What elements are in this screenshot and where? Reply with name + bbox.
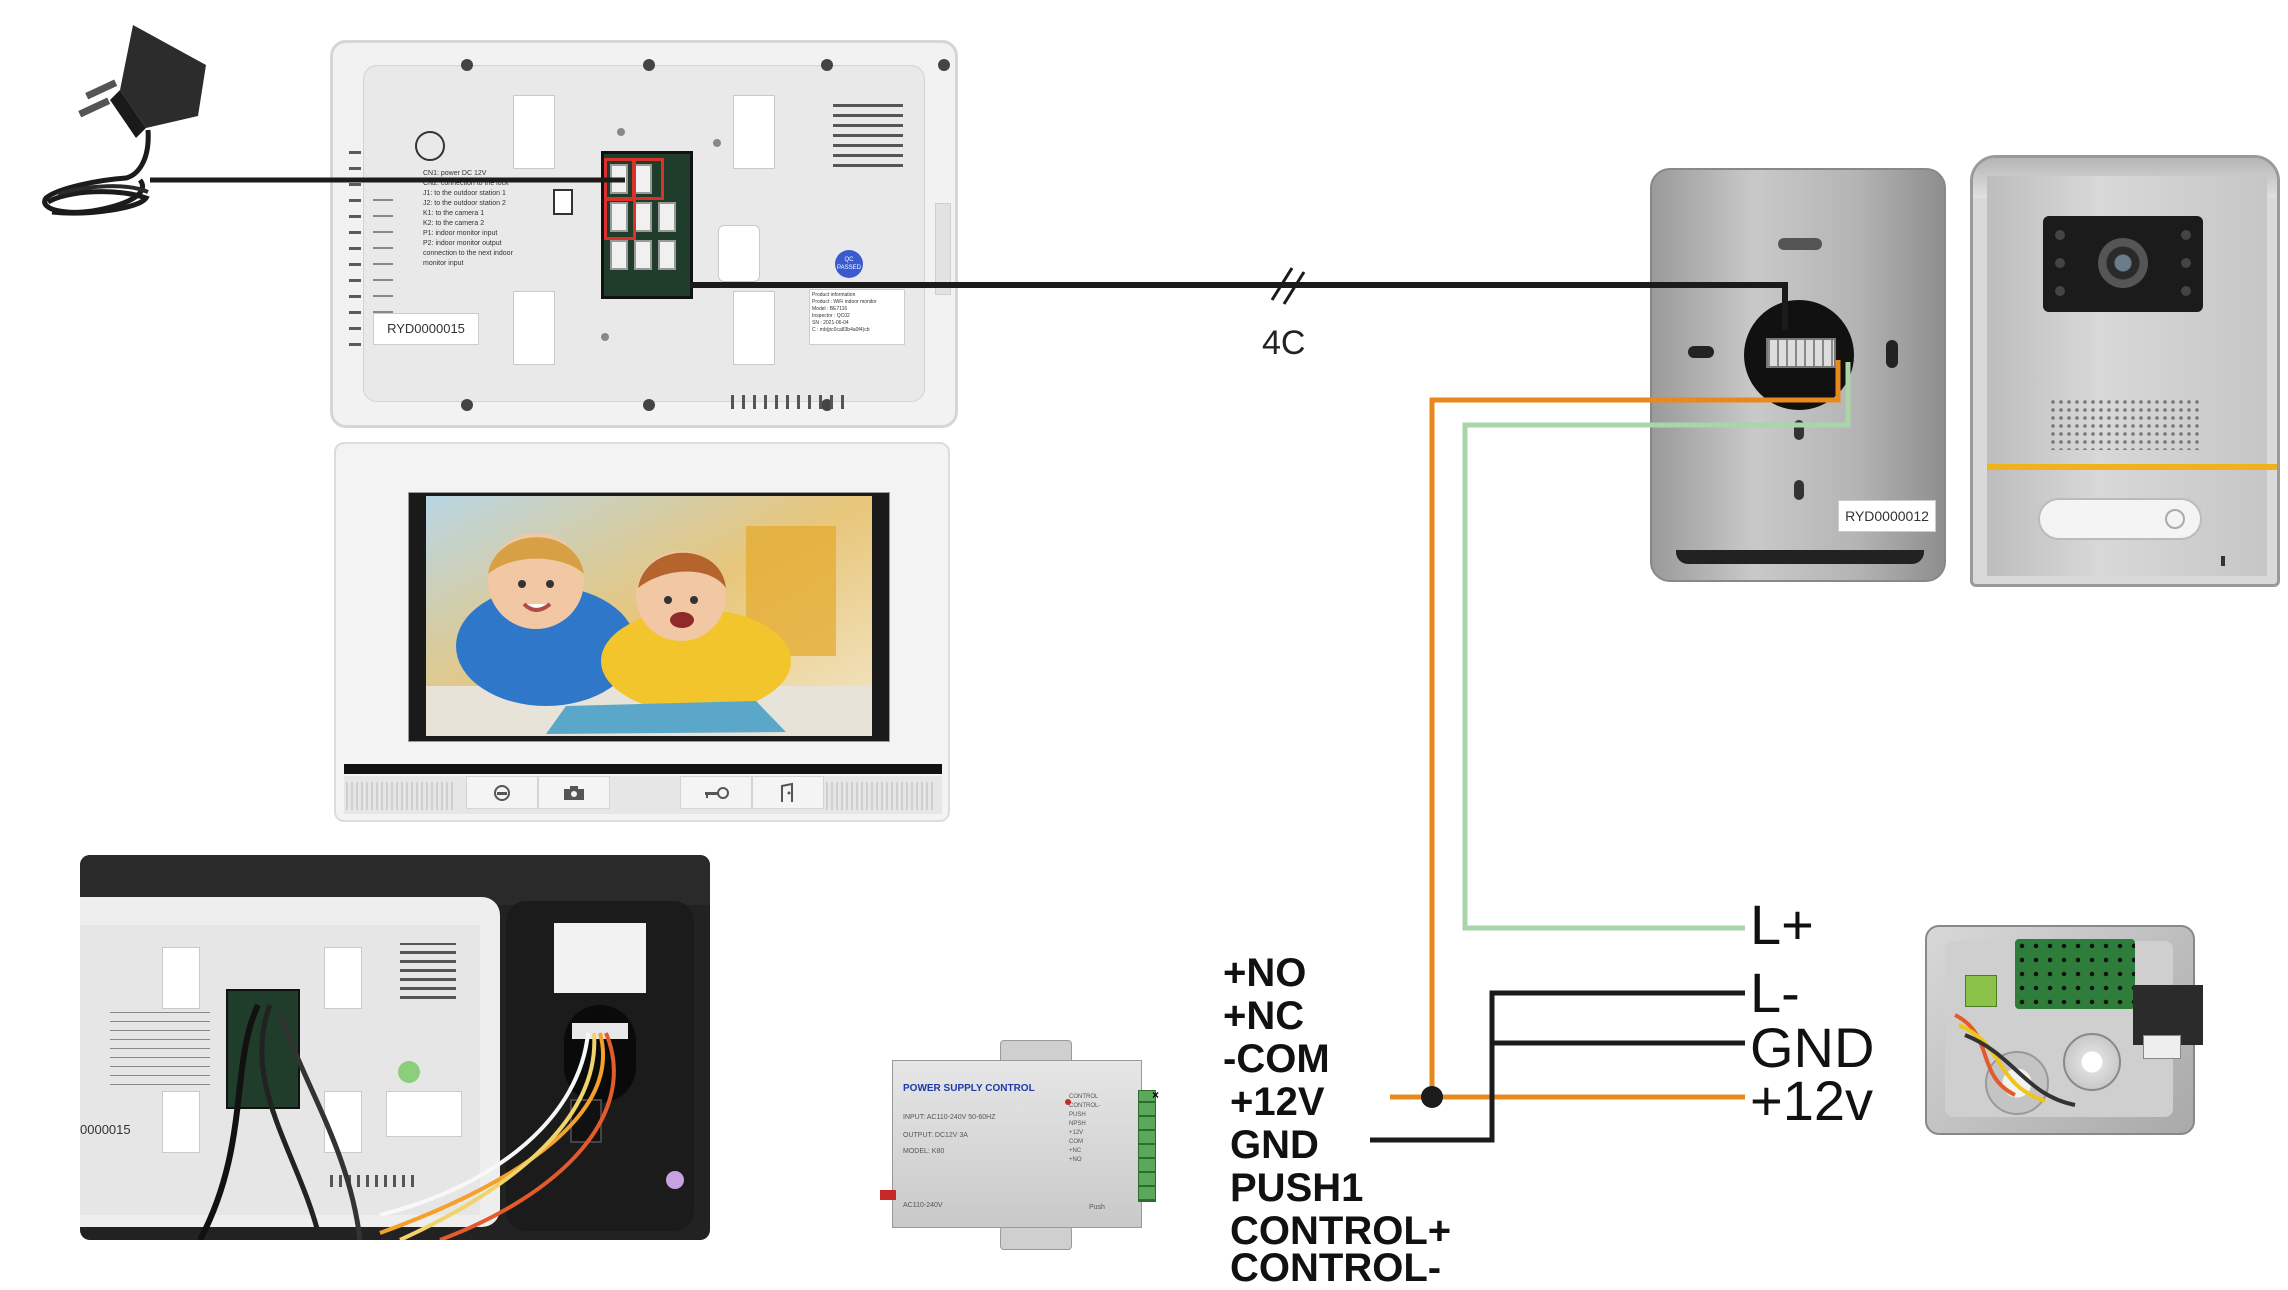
legend-line: P1: indoor monitor input <box>423 230 498 237</box>
psu-ac-label: AC110-240V <box>903 1202 943 1209</box>
psu-pin-labels: CONTROL CONTROL- PUSH NPSH +12V COM +NC … <box>1069 1094 1101 1163</box>
screw-icon <box>643 59 655 71</box>
indoor-monitor-back: CN1: power DC 12V CN2: connection to the… <box>330 40 958 428</box>
legend-line: J2: to the outdoor station 2 <box>423 200 506 207</box>
psu-input: INPUT: AC110-240V 50-60HZ <box>903 1114 996 1121</box>
legend-line: K1: to the camera 1 <box>423 210 485 217</box>
monitor-button[interactable] <box>538 776 610 809</box>
camera-icon <box>564 785 584 800</box>
outdoor-station-front <box>1970 155 2280 587</box>
terminal-label: CONTROL- <box>1230 1246 1442 1290</box>
camera-lens-icon <box>2098 238 2148 288</box>
qc-sticker-icon: QC PASSED <box>835 250 863 278</box>
push-label: Push <box>1089 1204 1105 1211</box>
screw-icon <box>821 59 833 71</box>
bell-icon <box>2165 509 2185 529</box>
power-supply-control: POWER SUPPLY CONTROL INPUT: AC110-240V 5… <box>880 1040 1170 1250</box>
door-button[interactable] <box>752 776 824 809</box>
terminal-label: -COM <box>1223 1037 1330 1081</box>
key-icon <box>705 786 729 799</box>
terminal-block <box>1766 338 1836 368</box>
legend-line: CN2: connection to the lock <box>423 180 509 187</box>
electric-lock <box>1925 925 2215 1135</box>
terminal-label: +12V <box>1230 1080 1325 1124</box>
terminal-label: GND <box>1230 1123 1319 1167</box>
installation-photo: 0000015 <box>80 855 710 1240</box>
screw-icon <box>461 59 473 71</box>
screw-icon <box>643 399 655 411</box>
speaker-grille <box>2049 398 2199 450</box>
talk-button[interactable] <box>466 776 538 809</box>
psu-output: OUTPUT: DC12V 3A <box>903 1132 968 1139</box>
outdoor-station-back: RYD0000012 <box>1650 168 1946 582</box>
product-info-label: Product information Product : WiFi indoo… <box>809 289 905 345</box>
terminal-label: +NC <box>1223 994 1305 1038</box>
lock-wire-label: L+ <box>1750 893 1814 956</box>
psu-terminal-strip <box>1138 1090 1156 1202</box>
legend-line: K2: to the camera 2 <box>423 220 485 227</box>
serial-label: RYD0000015 <box>373 313 479 345</box>
terminal-label: PUSH1 <box>1230 1166 1364 1210</box>
legend-line: P2: indoor monitor output connection to … <box>423 240 513 267</box>
indoor-monitor-front <box>334 442 950 822</box>
speaker-grille <box>833 97 903 167</box>
serial-label: RYD0000012 <box>1838 500 1936 532</box>
legend-line: CN1: power DC 12V <box>423 170 487 177</box>
terminal-label: CONTROL+ <box>1230 1209 1452 1253</box>
lock-wire-label: +12v <box>1750 1069 1873 1132</box>
call-button[interactable] <box>2038 498 2202 540</box>
terminal-panel <box>601 151 693 299</box>
lock-wire-label: GND <box>1750 1016 1875 1079</box>
psu-model: MODEL: K80 <box>903 1148 945 1155</box>
cable-label: 4C <box>1262 324 1306 362</box>
unlock-button[interactable] <box>680 776 752 809</box>
screw-icon <box>461 399 473 411</box>
screw-icon <box>938 59 950 71</box>
door-icon <box>781 782 793 802</box>
psu-title: POWER SUPPLY CONTROL <box>903 1083 1035 1094</box>
screen-image <box>426 496 872 736</box>
pin-legend: CN1: power DC 12V CN2: connection to the… <box>423 169 553 269</box>
phone-icon <box>494 784 510 801</box>
terminal-label: +NO <box>1223 951 1307 995</box>
lock-wire-label: L- <box>1750 961 1800 1024</box>
legend-line: J1: to the outdoor station 1 <box>423 190 506 197</box>
power-adapter-icon <box>42 25 206 216</box>
serial-label: 0000015 <box>80 1122 131 1137</box>
